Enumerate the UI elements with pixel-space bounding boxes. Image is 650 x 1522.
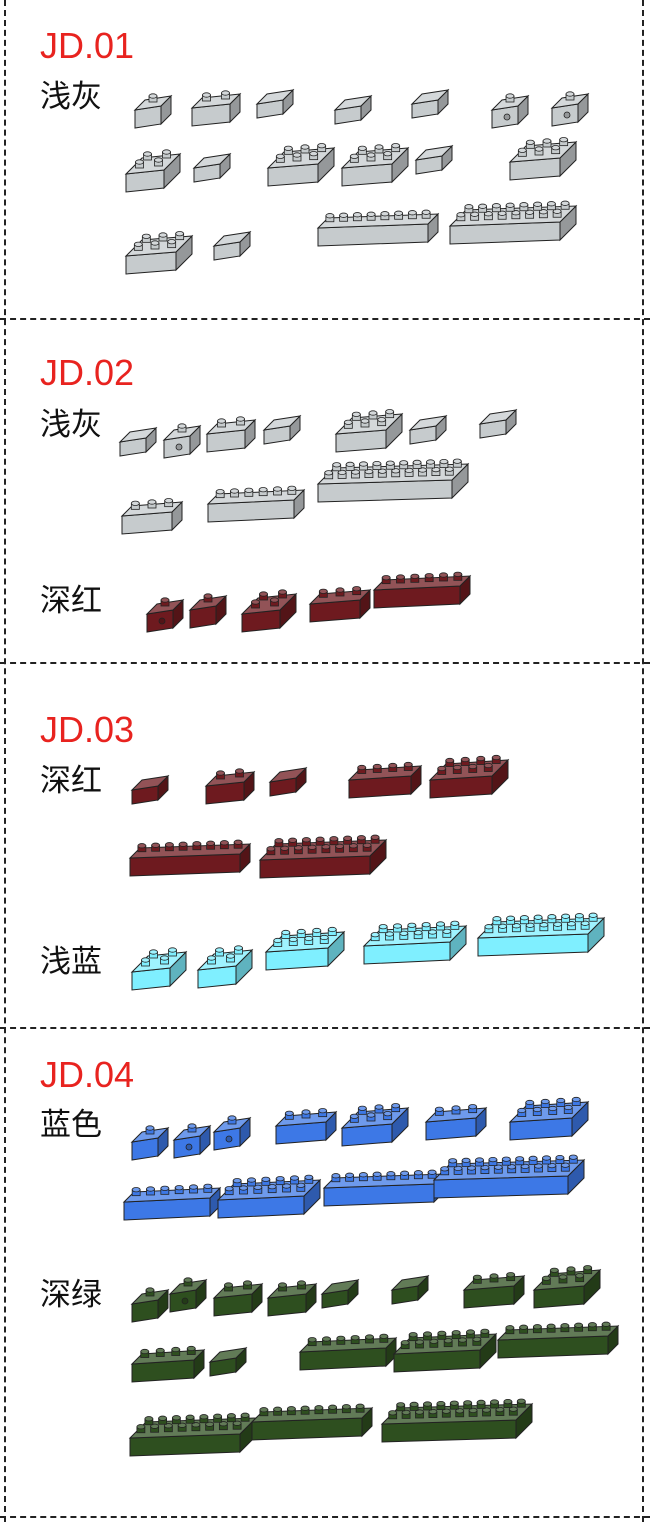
dark-red-brick [308, 582, 372, 630]
light-gray-brick [408, 408, 448, 452]
light-gray-brick [410, 82, 450, 126]
dark-green-brick [250, 1400, 374, 1448]
blue-brick [122, 1180, 222, 1228]
blue-brick [322, 1166, 446, 1214]
light-blue-brick [196, 942, 254, 996]
section-divider [0, 662, 650, 664]
dark-green-brick [130, 1282, 170, 1330]
light-gray-brick [340, 140, 410, 194]
color-label-dark-red: 深红 [40, 763, 102, 799]
dark-red-brick [128, 836, 252, 884]
dark-green-brick [266, 1276, 318, 1324]
blue-brick [432, 1152, 586, 1206]
light-gray-brick [133, 88, 173, 136]
light-gray-brick [333, 88, 373, 132]
dark-green-brick [298, 1330, 398, 1378]
blue-brick [340, 1100, 410, 1154]
color-label-dark-green: 深绿 [40, 1277, 102, 1313]
section-code-jd04: JD.04 [40, 1054, 135, 1095]
blue-brick [424, 1100, 488, 1148]
light-gray-brick [414, 138, 454, 182]
dark-green-brick [380, 1396, 534, 1450]
light-gray-brick [212, 224, 252, 268]
dark-red-brick [428, 752, 510, 806]
light-gray-brick [255, 82, 295, 126]
dark-red-brick [268, 760, 308, 804]
section-code-jd02: JD.02 [40, 352, 135, 393]
light-gray-brick [192, 146, 232, 190]
section-divider [0, 1027, 650, 1029]
light-gray-brick [120, 494, 184, 542]
light-gray-brick [266, 140, 336, 194]
section-divider [0, 318, 650, 320]
light-gray-brick [334, 406, 404, 460]
section-divider [0, 1516, 650, 1518]
dark-green-brick [496, 1318, 620, 1366]
light-gray-brick [508, 134, 578, 188]
color-label-dark-red: 深红 [40, 583, 102, 619]
dark-red-brick [240, 586, 298, 640]
light-blue-brick [264, 924, 346, 978]
light-gray-brick [124, 228, 194, 282]
dark-green-brick [130, 1342, 206, 1390]
left-dashed-border [4, 0, 6, 1522]
dark-red-brick [347, 758, 423, 806]
blue-brick [508, 1094, 590, 1148]
light-blue-brick [362, 918, 468, 972]
dark-green-brick [128, 1410, 258, 1464]
light-gray-brick [316, 456, 470, 510]
right-dashed-border [642, 0, 644, 1522]
dark-green-brick [208, 1340, 248, 1384]
light-blue-brick [130, 944, 188, 998]
color-label-light-blue: 浅蓝 [40, 944, 102, 980]
dark-green-brick [320, 1272, 360, 1316]
light-gray-brick [124, 146, 182, 200]
dark-red-brick [258, 832, 388, 886]
blue-brick [172, 1118, 212, 1166]
dark-green-brick [390, 1268, 430, 1312]
light-gray-brick [316, 206, 440, 254]
light-gray-brick [118, 420, 158, 464]
dark-red-brick [145, 592, 185, 640]
dark-red-brick [188, 588, 228, 636]
color-label-light-gray: 浅灰 [40, 407, 102, 443]
blue-brick [216, 1172, 322, 1226]
light-gray-brick [550, 86, 590, 134]
dark-green-brick [532, 1262, 602, 1316]
color-label-blue: 蓝色 [40, 1107, 102, 1143]
color-label-light-gray: 浅灰 [40, 79, 102, 115]
light-gray-brick [490, 88, 530, 136]
light-gray-brick [448, 198, 578, 252]
dark-green-brick [462, 1268, 526, 1316]
light-gray-brick [190, 86, 242, 134]
dark-red-brick [204, 764, 256, 812]
blue-brick [130, 1120, 170, 1168]
dark-red-brick [130, 768, 170, 812]
dark-green-brick [392, 1326, 498, 1380]
light-gray-brick [205, 412, 257, 460]
light-gray-brick [206, 482, 306, 530]
light-gray-brick [262, 408, 302, 452]
light-blue-brick [476, 910, 606, 964]
light-gray-brick [478, 402, 518, 446]
blue-brick [212, 1110, 252, 1158]
blue-brick [274, 1104, 338, 1152]
light-gray-brick [162, 418, 202, 466]
section-code-jd03: JD.03 [40, 709, 135, 750]
dark-green-brick [212, 1276, 264, 1324]
dark-green-brick [168, 1272, 208, 1320]
dark-red-brick [372, 568, 472, 616]
section-code-jd01: JD.01 [40, 25, 135, 66]
